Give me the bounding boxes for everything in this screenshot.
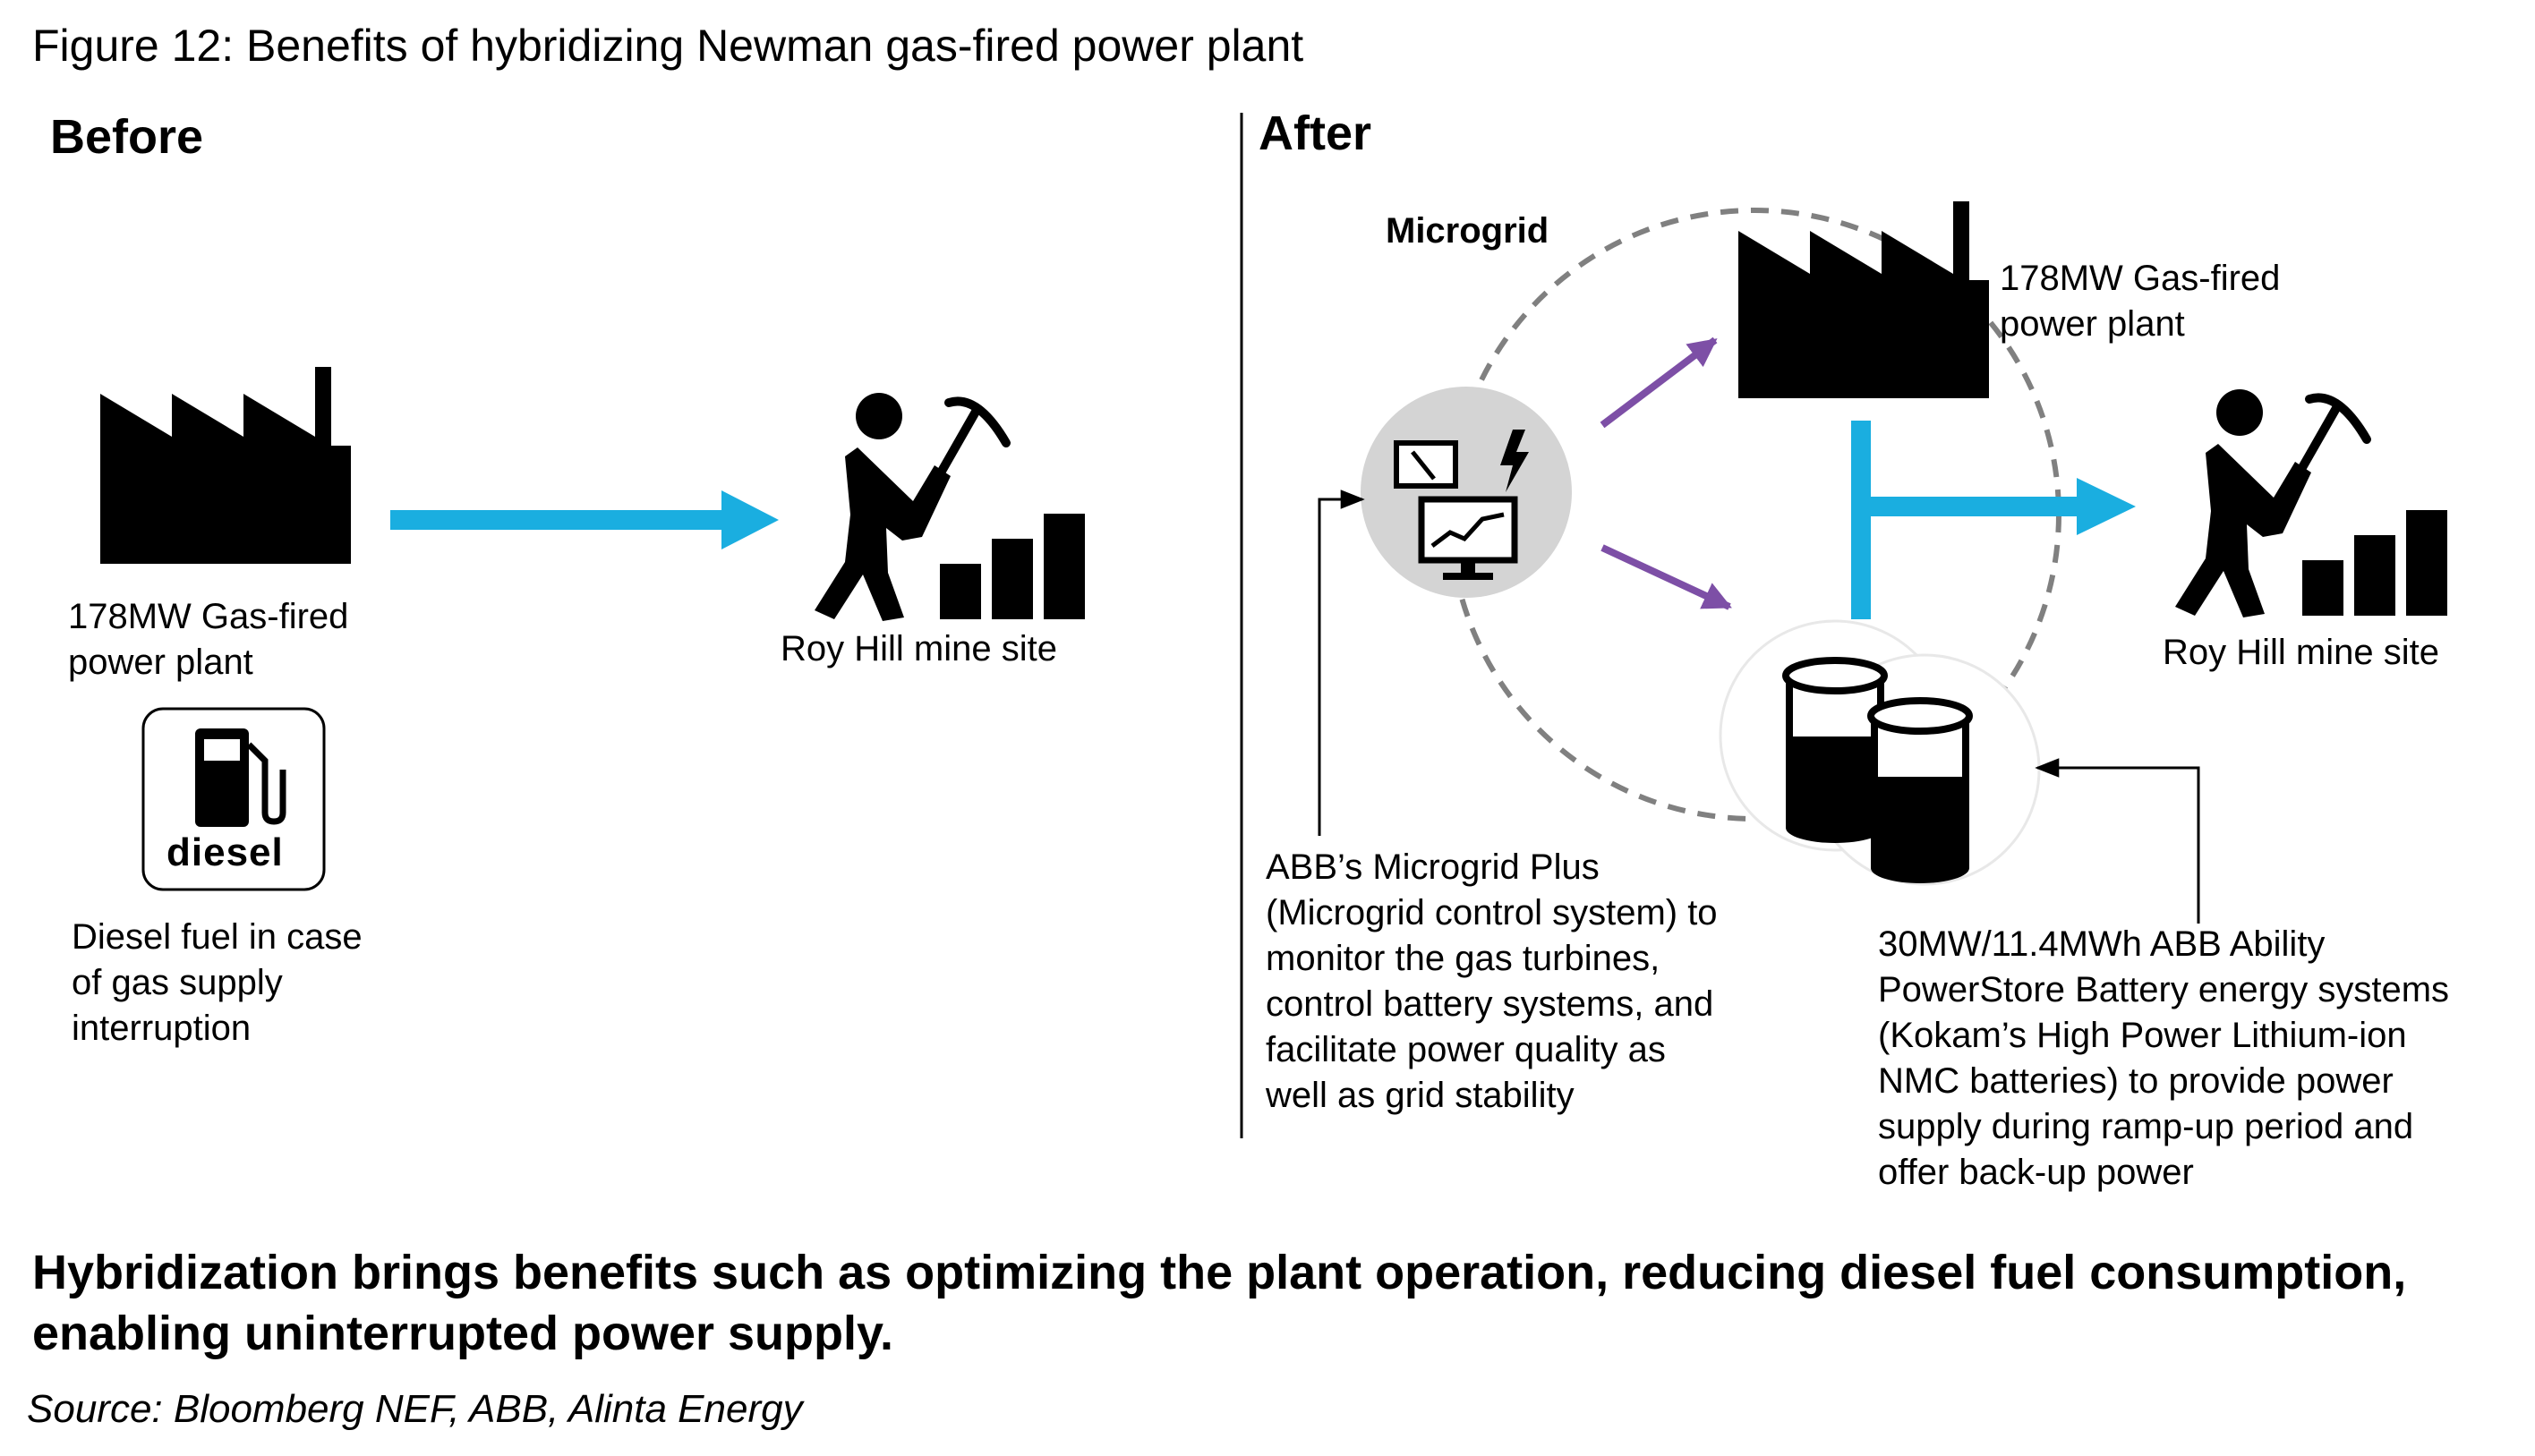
after-heading: After	[1259, 106, 1372, 160]
control-arrow-to-plant	[1600, 336, 1718, 429]
description-line: supply during ramp-up period and	[1878, 1107, 2414, 1146]
description-line: (Microgrid control system) to	[1266, 893, 1718, 932]
source-note: Source: Bloomberg NEF, ABB, Alinta Energ…	[27, 1387, 803, 1431]
before-mine-label: Roy Hill mine site	[781, 629, 1057, 668]
microgrid-label: Microgrid	[1386, 211, 1549, 251]
diesel-badge-label: diesel	[166, 830, 284, 874]
summary-text: Hybridization brings benefits such as op…	[32, 1242, 2406, 1364]
description-line: (Kokam’s High Power Lithium-ion	[1878, 1016, 2407, 1055]
description-line: offer back-up power	[1878, 1153, 2194, 1192]
description-line: control battery systems, and	[1266, 984, 1714, 1024]
figure-title: Figure 12: Benefits of hybridizing Newma…	[32, 21, 1304, 71]
battery-system-description: 30MW/11.4MWh ABB Ability PowerStore Batt…	[1878, 922, 2449, 1196]
miner-icon	[2175, 389, 2371, 617]
plant-label-line: 178MW Gas-fired	[2000, 259, 2281, 298]
power-arrow-before	[390, 490, 779, 549]
after-mine-label: Roy Hill mine site	[2163, 633, 2439, 672]
before-plant-label: 178MW Gas-fired power plant	[68, 594, 348, 685]
factory-icon	[100, 367, 351, 564]
summary-line: Hybridization brings benefits such as op…	[32, 1246, 2407, 1299]
bar-chart-icon	[940, 514, 1085, 619]
battery-callout-connector	[2035, 758, 2200, 924]
diesel-description-line: interruption	[72, 1009, 252, 1048]
description-line: well as grid stability	[1266, 1076, 1575, 1115]
bar-chart-icon	[2302, 510, 2447, 616]
plant-label-line: power plant	[68, 643, 253, 682]
control-system-icon	[1361, 387, 1572, 598]
diesel-description-line: of gas supply	[72, 963, 283, 1002]
control-callout-connector	[1318, 490, 1365, 836]
control-system-description: ABB’s Microgrid Plus (Microgrid control …	[1266, 845, 1718, 1119]
diesel-description: Diesel fuel in case of gas supply interr…	[72, 915, 363, 1052]
power-arrow-after	[1851, 421, 2136, 619]
description-line: monitor the gas turbines,	[1266, 939, 1660, 978]
description-line: PowerStore Battery energy systems	[1878, 970, 2450, 1009]
diesel-description-line: Diesel fuel in case	[72, 917, 363, 957]
battery-icon	[1719, 619, 2041, 886]
description-line: NMC batteries) to provide power	[1878, 1061, 2394, 1101]
description-line: 30MW/11.4MWh ABB Ability	[1878, 924, 2326, 964]
description-line: facilitate power quality as	[1266, 1030, 1666, 1069]
description-line: ABB’s Microgrid Plus	[1266, 847, 1600, 887]
summary-line: enabling uninterrupted power supply.	[32, 1307, 894, 1360]
control-arrow-to-battery	[1600, 544, 1732, 610]
plant-label-line: power plant	[2000, 304, 2185, 344]
before-heading: Before	[50, 110, 204, 164]
plant-label-line: 178MW Gas-fired	[68, 597, 349, 636]
after-plant-label: 178MW Gas-fired power plant	[2000, 256, 2280, 347]
factory-icon	[1738, 201, 1989, 398]
miner-icon	[815, 393, 1011, 621]
fuel-pump-icon	[141, 707, 326, 891]
